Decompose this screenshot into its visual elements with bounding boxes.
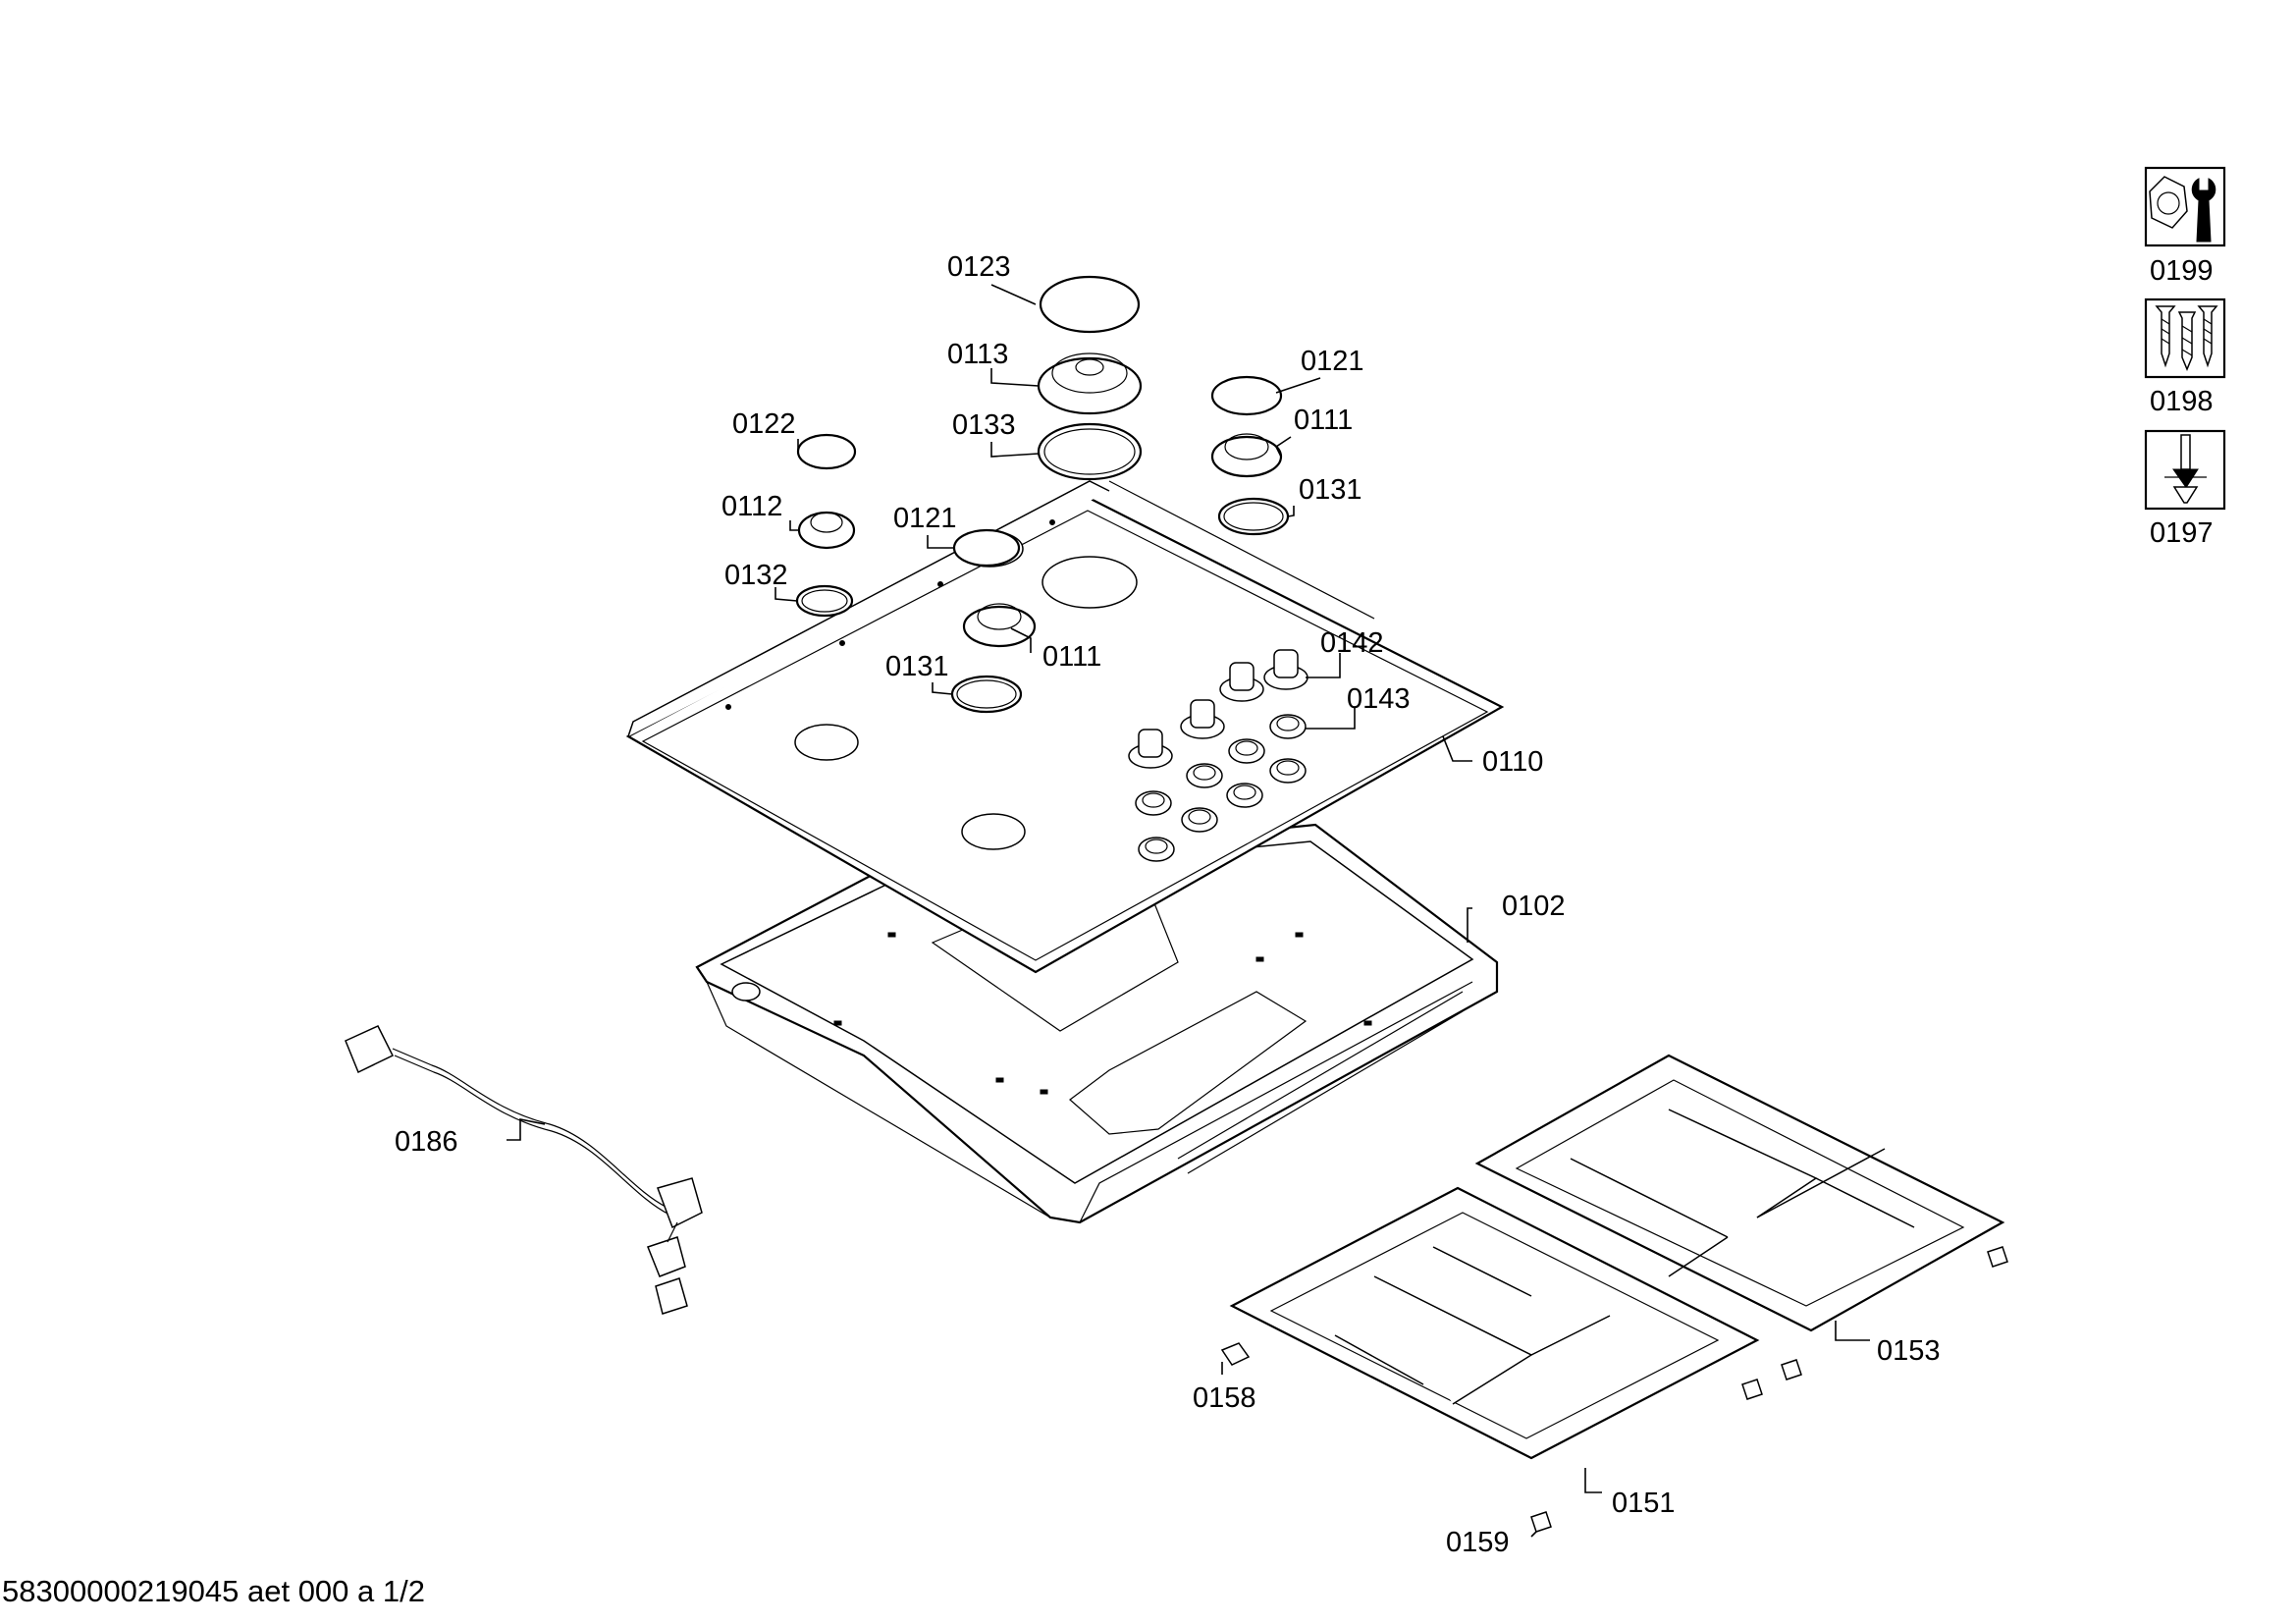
icon-label-0198: 0198 xyxy=(2150,386,2214,417)
callout-0151: 0151 xyxy=(1612,1488,1676,1519)
screwdriver-icon xyxy=(2144,429,2226,511)
knob-ring xyxy=(1135,790,1172,816)
callout-0113: 0113 xyxy=(947,339,1008,370)
power-cable xyxy=(345,1025,703,1315)
burner-cap-small xyxy=(796,433,857,470)
nut-wrench-icon xyxy=(2144,166,2226,247)
knob-ring xyxy=(1228,738,1265,764)
knob-ring xyxy=(1226,783,1263,808)
callout-0131: 0131 xyxy=(885,651,949,682)
callout-0158: 0158 xyxy=(1193,1382,1256,1414)
burner-head-small xyxy=(797,511,856,550)
control-knob xyxy=(1180,699,1225,739)
callout-0132: 0132 xyxy=(724,560,788,591)
knob-ring xyxy=(1269,714,1307,739)
icon-label-0197: 0197 xyxy=(2150,517,2214,549)
rubber-foot xyxy=(1220,1342,1251,1366)
control-knob xyxy=(1263,649,1308,690)
hob-base-tray xyxy=(695,823,1499,1224)
pan-support-left xyxy=(1229,1186,1760,1460)
control-knobs xyxy=(1128,649,1308,862)
callout-0110: 0110 xyxy=(1482,746,1543,778)
rubber-foot xyxy=(1987,1246,2008,1268)
callout-0131: 0131 xyxy=(1299,474,1362,506)
knob-ring xyxy=(1186,763,1223,788)
callout-0121: 0121 xyxy=(893,503,957,534)
control-knob xyxy=(1219,662,1264,702)
callout-0102: 0102 xyxy=(1502,891,1566,922)
callout-0122: 0122 xyxy=(732,408,796,440)
control-knob xyxy=(1128,729,1173,769)
burner-ring-large xyxy=(1037,422,1143,481)
burner-ring-middle xyxy=(950,675,1023,714)
burner-head-large xyxy=(1037,352,1143,415)
burner-cap-middle xyxy=(952,528,1021,568)
burner-head-right xyxy=(1210,433,1283,478)
knob-ring xyxy=(1269,758,1307,784)
callout-0112: 0112 xyxy=(721,491,782,522)
pan-support-right xyxy=(1474,1054,2005,1332)
callout-0142: 0142 xyxy=(1320,627,1384,659)
icon-label-0199: 0199 xyxy=(2150,255,2214,287)
callout-0159: 0159 xyxy=(1446,1527,1510,1558)
callout-0111: 0111 xyxy=(1294,405,1353,436)
callout-0123: 0123 xyxy=(947,251,1011,283)
rubber-foot xyxy=(1741,1379,1763,1400)
knob-ring xyxy=(1138,837,1175,862)
burner-head-middle xyxy=(962,603,1037,648)
leader-lines xyxy=(507,284,1870,1538)
rubber-foot xyxy=(1781,1359,1802,1380)
callout-0153: 0153 xyxy=(1877,1335,1941,1367)
burner-cap-right xyxy=(1210,375,1283,416)
callout-0121: 0121 xyxy=(1301,346,1364,377)
callout-0186: 0186 xyxy=(395,1126,458,1158)
burner-cap-large xyxy=(1039,275,1141,334)
callout-0143: 0143 xyxy=(1347,683,1411,715)
knob-ring xyxy=(1181,807,1218,833)
rubber-foot xyxy=(1530,1511,1552,1533)
callout-0133: 0133 xyxy=(952,409,1016,441)
burner-ring-small xyxy=(795,584,854,618)
callout-0111: 0111 xyxy=(1042,641,1101,673)
document-footer-id: 58300000219045 aet 000 a 1/2 xyxy=(2,1574,425,1608)
burner-ring-right xyxy=(1217,497,1290,536)
screws-icon xyxy=(2144,298,2226,379)
